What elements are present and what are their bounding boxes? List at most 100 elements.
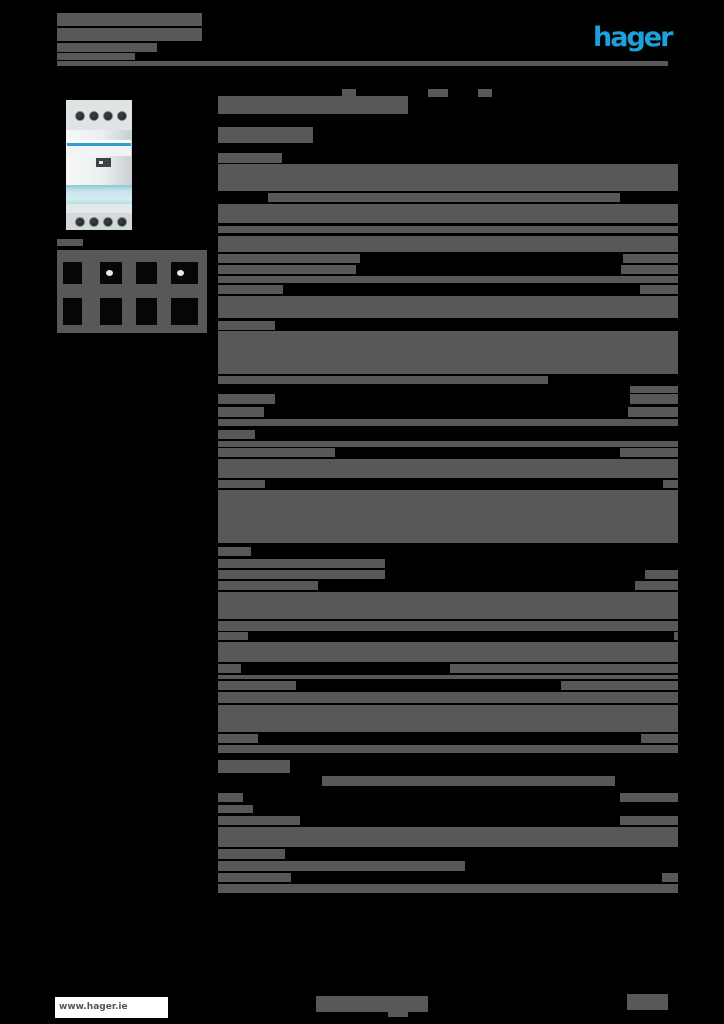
spec-label-redacted [218, 480, 265, 488]
device-selector-button [96, 158, 111, 167]
spec-paragraph-redacted [218, 884, 678, 893]
website-link[interactable]: www.hager.ie [55, 997, 168, 1018]
spec-label-redacted [218, 581, 318, 590]
redacted-text-bar [316, 996, 428, 1012]
redacted-text-bar [57, 239, 83, 246]
spec-paragraph-redacted [218, 490, 678, 543]
device-blue-stripe [67, 143, 131, 146]
hager-logo: hager [593, 22, 673, 53]
spec-paragraph-redacted [218, 226, 678, 233]
spec-label-redacted [218, 816, 300, 825]
spec-paragraph-redacted [218, 745, 678, 753]
spec-paragraph-redacted [218, 621, 678, 631]
device-top-terminals [66, 100, 132, 130]
spec-value-redacted [630, 394, 678, 404]
terminal-screw-icon [75, 111, 85, 121]
diagram-terminal-icon [100, 262, 122, 284]
spec-label-redacted [218, 285, 283, 294]
redacted-text-bar [57, 28, 202, 41]
device-front-flap [66, 185, 132, 204]
device-bottom-terminals [66, 213, 132, 230]
spec-paragraph-redacted [218, 331, 678, 374]
terminal-screw-icon [75, 217, 85, 227]
diagram-terminal-icon [136, 298, 157, 325]
spec-paragraph-redacted [218, 236, 678, 252]
spec-label-redacted [218, 265, 356, 274]
spec-paragraph-redacted [218, 827, 678, 847]
spec-paragraph-redacted [218, 592, 678, 619]
spec-paragraph-redacted [218, 419, 678, 426]
spec-label-redacted [218, 760, 290, 773]
spec-text-redacted [268, 193, 620, 202]
spec-paragraph-redacted [218, 296, 678, 318]
spec-label-redacted [218, 861, 465, 871]
spec-label-redacted [218, 321, 275, 330]
spec-label-redacted [218, 254, 360, 263]
spec-label-redacted [218, 873, 291, 882]
redacted-text-bar [218, 127, 313, 143]
redacted-text-bar [57, 13, 202, 26]
spec-label-redacted [218, 430, 255, 439]
spec-value-redacted [645, 570, 678, 579]
diagram-screw-dot [106, 270, 113, 276]
spec-value-redacted [621, 265, 678, 274]
spec-paragraph-redacted [218, 204, 678, 223]
redacted-text-bar [478, 89, 492, 97]
spec-value-redacted [635, 581, 678, 590]
spec-label-redacted [218, 559, 385, 568]
device-label-area [67, 146, 131, 156]
spec-value-redacted [628, 407, 678, 417]
spec-label-redacted [218, 632, 248, 640]
terminal-screw-icon [89, 217, 99, 227]
diagram-terminal-icon [63, 262, 82, 284]
spec-value-redacted [640, 285, 678, 294]
spec-label-redacted [218, 793, 243, 802]
spec-label-redacted [218, 734, 258, 743]
spec-label-redacted [218, 849, 285, 859]
spec-label-redacted [218, 407, 264, 417]
redacted-text-bar [428, 89, 448, 97]
device-body [66, 100, 132, 230]
device-highlight [67, 140, 131, 143]
spec-value-redacted [663, 480, 678, 488]
spec-paragraph-redacted [218, 642, 678, 662]
spec-text-redacted [218, 376, 548, 384]
product-image [62, 97, 140, 235]
spec-label-redacted [218, 153, 282, 163]
spec-label-redacted [218, 448, 335, 457]
diagram-terminal-icon [100, 298, 122, 325]
terminal-screw-icon [117, 217, 127, 227]
terminal-screw-icon [117, 111, 127, 121]
spec-paragraph-redacted [218, 705, 678, 732]
spec-value-redacted [561, 681, 678, 690]
spec-value-redacted [623, 254, 678, 263]
spec-text-redacted [322, 776, 615, 786]
redacted-text-bar [57, 53, 135, 60]
spec-label-redacted [218, 664, 241, 673]
spec-paragraph-redacted [218, 459, 678, 478]
spec-value-redacted [674, 632, 678, 640]
spec-value-redacted [620, 816, 678, 825]
spec-value-redacted [630, 386, 678, 393]
spec-label-redacted [218, 681, 296, 690]
spec-paragraph-redacted [218, 675, 678, 679]
spec-paragraph-redacted [218, 164, 678, 191]
spec-paragraph-redacted [218, 441, 678, 447]
device-lower-panel [66, 204, 132, 213]
diagram-terminal-icon [136, 262, 157, 284]
header-divider [57, 61, 668, 66]
redacted-text-bar [57, 43, 157, 52]
terminal-screw-icon [89, 111, 99, 121]
diagram-screw-dot [177, 270, 184, 276]
redacted-text-bar [342, 89, 356, 97]
spec-value-redacted [662, 873, 678, 882]
spec-label-redacted [218, 805, 253, 813]
spec-paragraph-redacted [218, 692, 678, 703]
diagram-terminal-icon [63, 298, 82, 325]
spec-value-redacted [450, 664, 678, 673]
spec-value-redacted [620, 448, 678, 457]
redacted-text-bar [627, 994, 668, 1010]
spec-label-redacted [218, 394, 275, 404]
diagram-terminal-icon [171, 298, 198, 325]
